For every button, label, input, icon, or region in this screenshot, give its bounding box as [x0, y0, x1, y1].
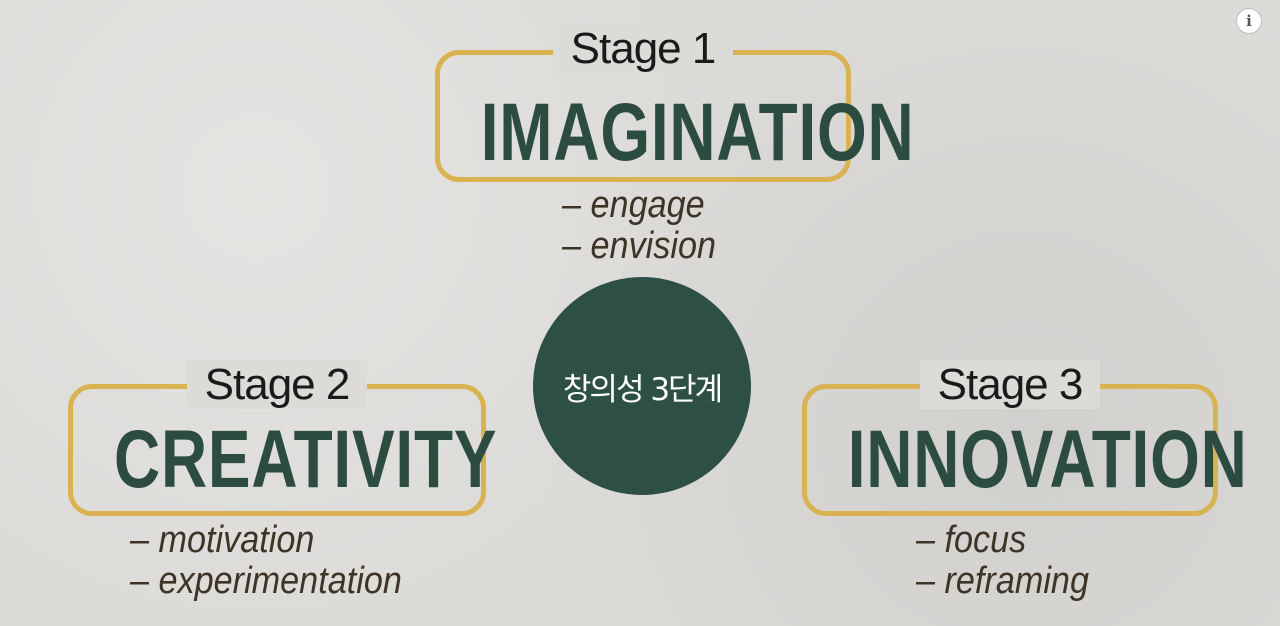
- stage-1: Stage 1 IMAGINATION: [435, 20, 915, 185]
- stage-1-bullet-1: – engage: [562, 184, 705, 226]
- stage-3-bullets: – focus – reframing: [916, 520, 1108, 602]
- stage-2-bullet-1: – motivation: [130, 519, 315, 561]
- center-circle: 창의성 3단계: [533, 277, 751, 495]
- stage-1-bullet-2: – envision: [562, 225, 717, 267]
- stage-3: Stage 3 INNOVATION: [802, 355, 1248, 520]
- stage-3-label: Stage 3: [802, 360, 1218, 410]
- stage-1-bullets: – engage – envision: [562, 185, 733, 267]
- stage-3-bullet-1: – focus: [916, 519, 1027, 561]
- stage-2: Stage 2 CREATIVITY: [68, 355, 498, 520]
- stage-3-bullet-2: – reframing: [916, 560, 1089, 602]
- info-button[interactable]: i: [1236, 8, 1262, 34]
- stage-2-label: Stage 2: [68, 360, 486, 410]
- info-icon: i: [1246, 12, 1252, 30]
- stage-2-bullet-2: – experimentation: [130, 560, 402, 602]
- stage-2-title: CREATIVITY: [113, 414, 498, 505]
- stage-1-title: IMAGINATION: [480, 87, 915, 178]
- stage-3-title: INNOVATION: [847, 414, 1248, 505]
- stage-2-bullets: – motivation – experimentation: [130, 520, 432, 602]
- stage-1-label: Stage 1: [435, 24, 851, 74]
- center-label: 창의성 3단계: [562, 371, 723, 408]
